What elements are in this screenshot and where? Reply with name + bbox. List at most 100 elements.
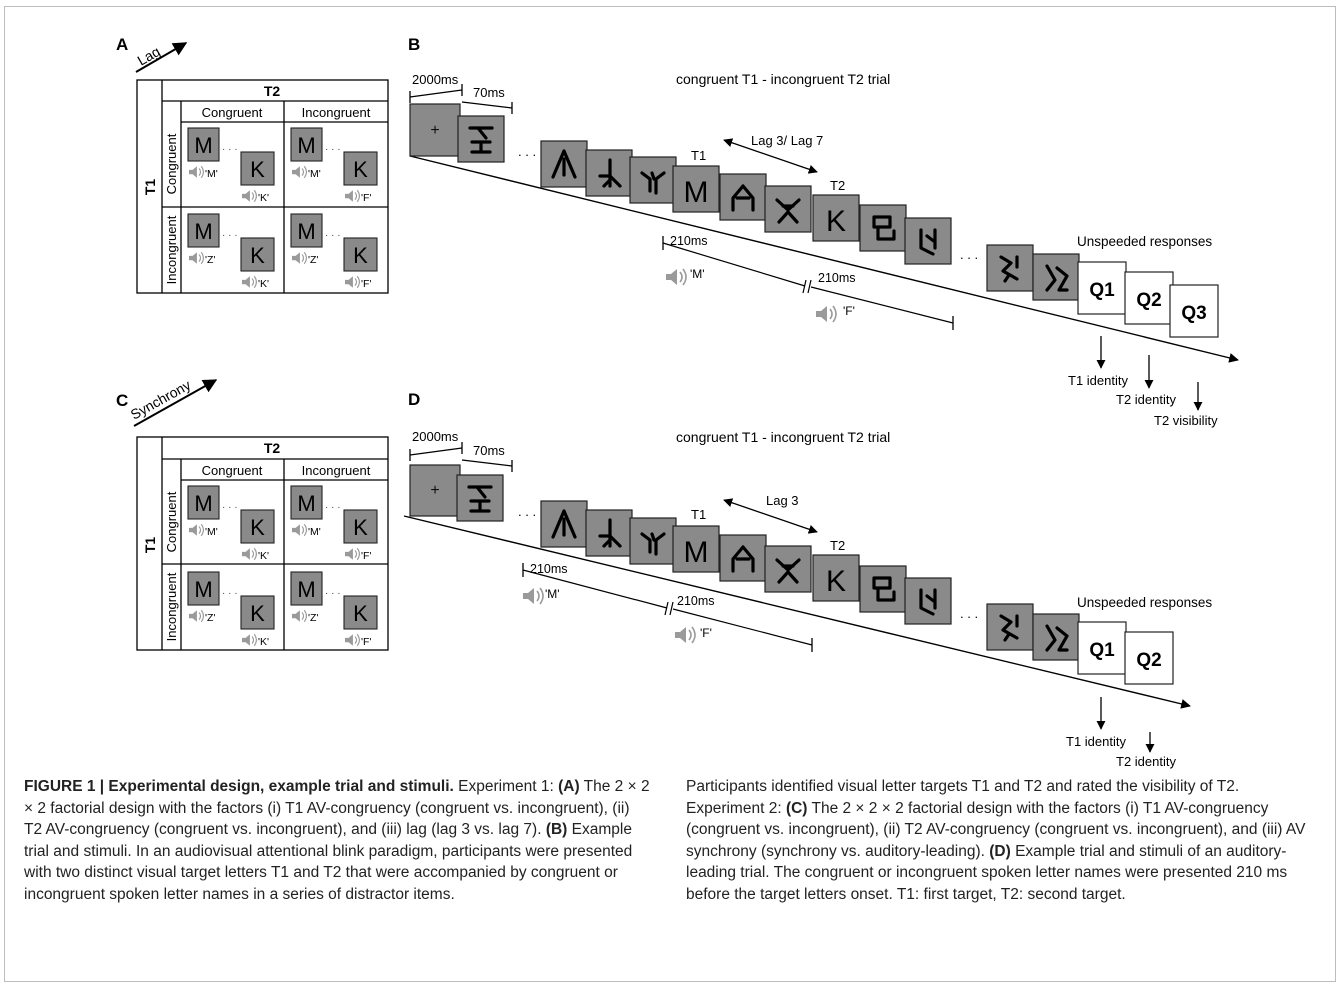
column-factor: T2	[264, 440, 281, 456]
t1-frame: M	[672, 165, 720, 213]
row-factor: T1	[142, 537, 158, 554]
panel-d: D congruent T1 - incongruent T2 trial 20…	[403, 390, 1212, 769]
distractor-frame	[764, 545, 812, 593]
question-box: Q2	[1124, 631, 1174, 685]
figure-frame	[4, 6, 1336, 982]
distractor-frame	[859, 204, 907, 252]
sound-name: 'F'	[361, 278, 371, 290]
speaker-icon	[345, 633, 360, 647]
sound-name: 'F'	[361, 636, 371, 648]
panel-letter: C	[116, 391, 128, 410]
design-cell: M'Z'· · ·K'K'	[187, 571, 275, 648]
ellipsis: . . .	[960, 247, 978, 262]
design-cells: M'M'· · ·K'K'M'M'· · ·K'F'M'Z'· · ·K'K'M…	[187, 127, 378, 290]
panel-letter: A	[116, 35, 128, 54]
svg-text:· · ·: · · ·	[325, 588, 341, 599]
speaker-icon	[666, 268, 687, 286]
t2-letter: K	[250, 515, 265, 540]
design-cell: M'M'· · ·K'F'	[290, 127, 378, 204]
speaker-icon	[816, 305, 837, 323]
fixation-cross: +	[430, 482, 439, 499]
distractor-glyph	[551, 149, 577, 179]
figure-caption: FIGURE 1 | Experimental design, example …	[24, 776, 1324, 986]
design-cell: M'Z'· · ·K'K'	[187, 213, 275, 290]
speaker-icon	[189, 609, 204, 623]
t2-frame: K	[812, 194, 860, 242]
speaker-icon	[189, 523, 204, 537]
svg-text:· · ·: · · ·	[325, 144, 341, 155]
distractor-frame	[540, 500, 588, 548]
speaker-icon	[666, 268, 687, 286]
panel-c: C Synchrony T2 Congruent Incongruent T1 …	[116, 377, 389, 651]
row-header: Congruent	[164, 491, 179, 552]
speaker-icon	[292, 165, 307, 179]
distractor-frame	[859, 565, 907, 613]
distractor-glyph	[467, 485, 493, 513]
question-box: Q1	[1077, 261, 1127, 315]
column-factor: T2	[264, 83, 281, 99]
distractor-glyph	[731, 545, 755, 573]
design-cell: M'M'· · ·K'K'	[187, 485, 275, 562]
axis-arrow	[133, 379, 218, 427]
svg-text:· · ·: · · ·	[222, 502, 238, 513]
svg-text:· · ·: · · ·	[222, 144, 238, 155]
distractor-glyph	[598, 158, 622, 188]
duration-label: 2000ms	[412, 429, 459, 444]
distractor-frame	[904, 217, 952, 265]
distractor-glyph	[598, 518, 622, 548]
t2-letter: K	[353, 601, 368, 626]
column-header: Incongruent	[302, 105, 371, 120]
t2-letter: K	[250, 601, 265, 626]
distractor-frame	[719, 534, 767, 582]
sound-name: 'F'	[700, 626, 712, 640]
sound-name: 'Z'	[308, 254, 318, 266]
speaker-icon	[345, 189, 360, 203]
speaker-icon	[242, 189, 257, 203]
speaker-icon	[242, 633, 257, 647]
sound-name: 'F'	[361, 192, 371, 204]
speaker-icon	[189, 251, 204, 265]
lag-label: Lag 3	[766, 493, 799, 508]
duration-label: 70ms	[473, 443, 505, 458]
response-label: T1 identity	[1068, 373, 1128, 388]
duration-label: 70ms	[473, 85, 505, 100]
svg-text:· · ·: · · ·	[325, 502, 341, 513]
t2-label: T2	[830, 538, 845, 553]
distractor-frame	[629, 156, 677, 204]
distractor-glyph	[468, 126, 494, 154]
speaker-icon	[292, 523, 307, 537]
t1-letter: M	[194, 219, 212, 244]
column-header: Congruent	[202, 105, 263, 120]
axis-label: Synchrony	[128, 377, 194, 423]
distractor-frame	[629, 517, 677, 565]
distractor-glyph	[731, 184, 755, 212]
distractor-glyph	[1045, 264, 1069, 292]
ellipsis: . . .	[518, 144, 536, 159]
caption-heading: FIGURE 1 | Experimental design, example …	[24, 778, 454, 795]
t1-letter: M	[194, 577, 212, 602]
panel-a: A Lag T2 Congruent Incongruent T1 Congru…	[116, 35, 389, 294]
axis-arrow	[135, 42, 188, 73]
time-axis	[403, 515, 1191, 709]
svg-text:· · ·: · · ·	[222, 230, 238, 241]
sound-name: 'K'	[258, 550, 269, 562]
distractor-glyph	[775, 198, 801, 224]
distractor-frame	[764, 185, 812, 233]
response-label: T2 visibility	[1154, 413, 1218, 428]
sound-name: 'F'	[843, 304, 855, 318]
t1-letter: M	[194, 133, 212, 158]
column-header: Congruent	[202, 463, 263, 478]
time-axis	[409, 155, 1239, 363]
ellipsis: . . .	[960, 606, 978, 621]
design-cell: M'M'· · ·K'K'	[187, 127, 275, 204]
svg-text:· · ·: · · ·	[325, 230, 341, 241]
speaker-icon	[189, 165, 204, 179]
speaker-icon	[242, 275, 257, 289]
sound-duration: 210ms	[670, 234, 708, 248]
row-header: Incongruent	[164, 572, 179, 641]
trial-title: congruent T1 - incongruent T2 trial	[676, 71, 890, 87]
row-factor: T1	[142, 179, 158, 196]
speaker-icon	[675, 626, 696, 644]
t1-letter: M	[297, 491, 315, 516]
lag-arrow	[723, 498, 818, 534]
